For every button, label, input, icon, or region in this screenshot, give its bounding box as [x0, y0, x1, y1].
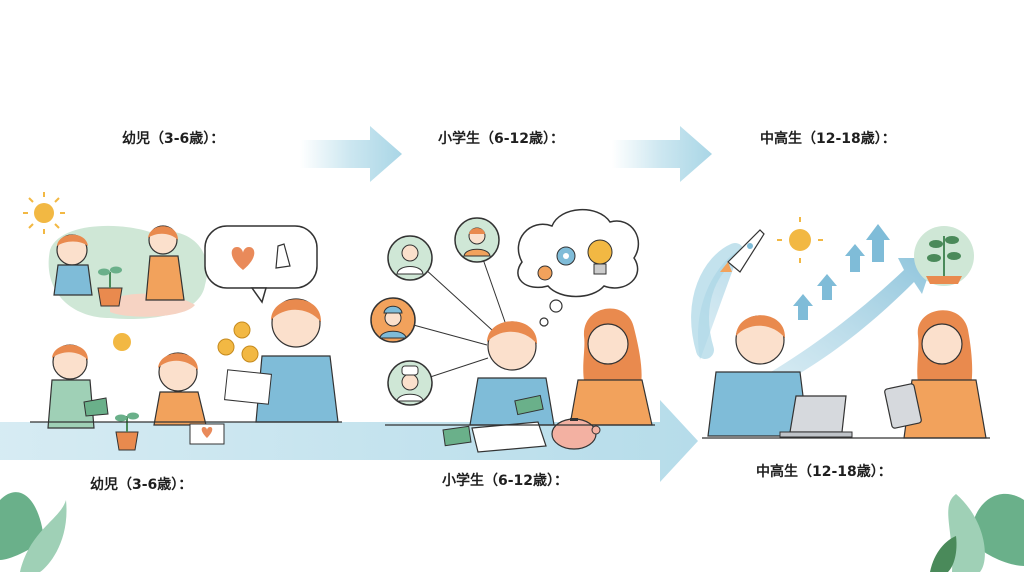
parent-figure	[225, 299, 338, 422]
panel-elementary	[371, 210, 655, 452]
transition-arrow-2	[612, 126, 712, 182]
parent-figure	[570, 308, 652, 425]
sun-icon	[23, 192, 65, 234]
transition-arrow-1	[300, 126, 402, 182]
sun-icon	[777, 217, 823, 263]
phone	[443, 426, 471, 445]
sun-icon	[113, 333, 131, 351]
teacher-icon	[455, 218, 499, 262]
child-watering	[48, 345, 108, 428]
child-with-card	[154, 353, 206, 425]
chef-icon	[388, 361, 432, 405]
leaf-icon	[0, 492, 67, 572]
notebook	[472, 422, 546, 452]
speech-bubble	[205, 226, 317, 302]
panel-preschool	[23, 192, 342, 450]
sprout-icon	[914, 226, 974, 286]
leaf-icon	[930, 494, 1024, 572]
worker-icon	[371, 298, 415, 342]
child-writing	[470, 321, 554, 425]
thought-cloud	[518, 210, 639, 326]
panel-secondary	[698, 217, 990, 438]
coin-icon	[218, 322, 258, 362]
doctor-icon	[388, 236, 432, 280]
child-gardening-boy	[54, 235, 92, 295]
heart-card	[190, 424, 224, 444]
